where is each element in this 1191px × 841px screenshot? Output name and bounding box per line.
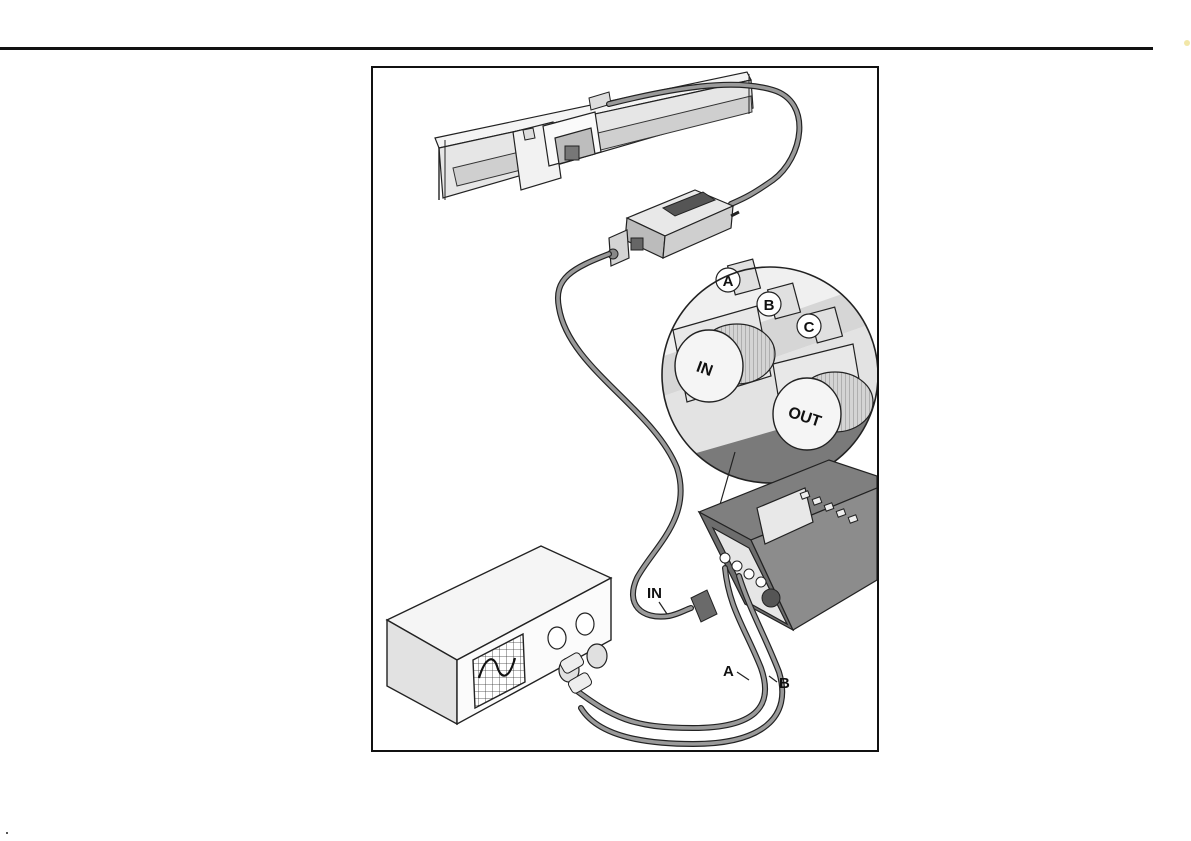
corner-mark — [1184, 40, 1190, 46]
subd-connector — [608, 190, 739, 266]
connection-diagram: A B C IN OUT — [371, 66, 879, 752]
page-dot — [6, 832, 8, 834]
label-a: A — [723, 663, 734, 680]
linear-encoder — [435, 72, 753, 200]
bubble-b-label: B — [764, 297, 775, 314]
label-b: B — [779, 675, 790, 692]
label-in: IN — [647, 585, 662, 602]
knob-left — [548, 627, 566, 649]
interface-device — [691, 460, 877, 630]
knob-right — [576, 613, 594, 635]
detail-magnifier: A B C IN OUT — [658, 259, 877, 498]
bubble-c-label: C — [804, 319, 815, 336]
oscilloscope — [387, 546, 611, 724]
header-rule — [0, 47, 1153, 50]
diagram-svg: A B C IN OUT — [373, 68, 877, 750]
